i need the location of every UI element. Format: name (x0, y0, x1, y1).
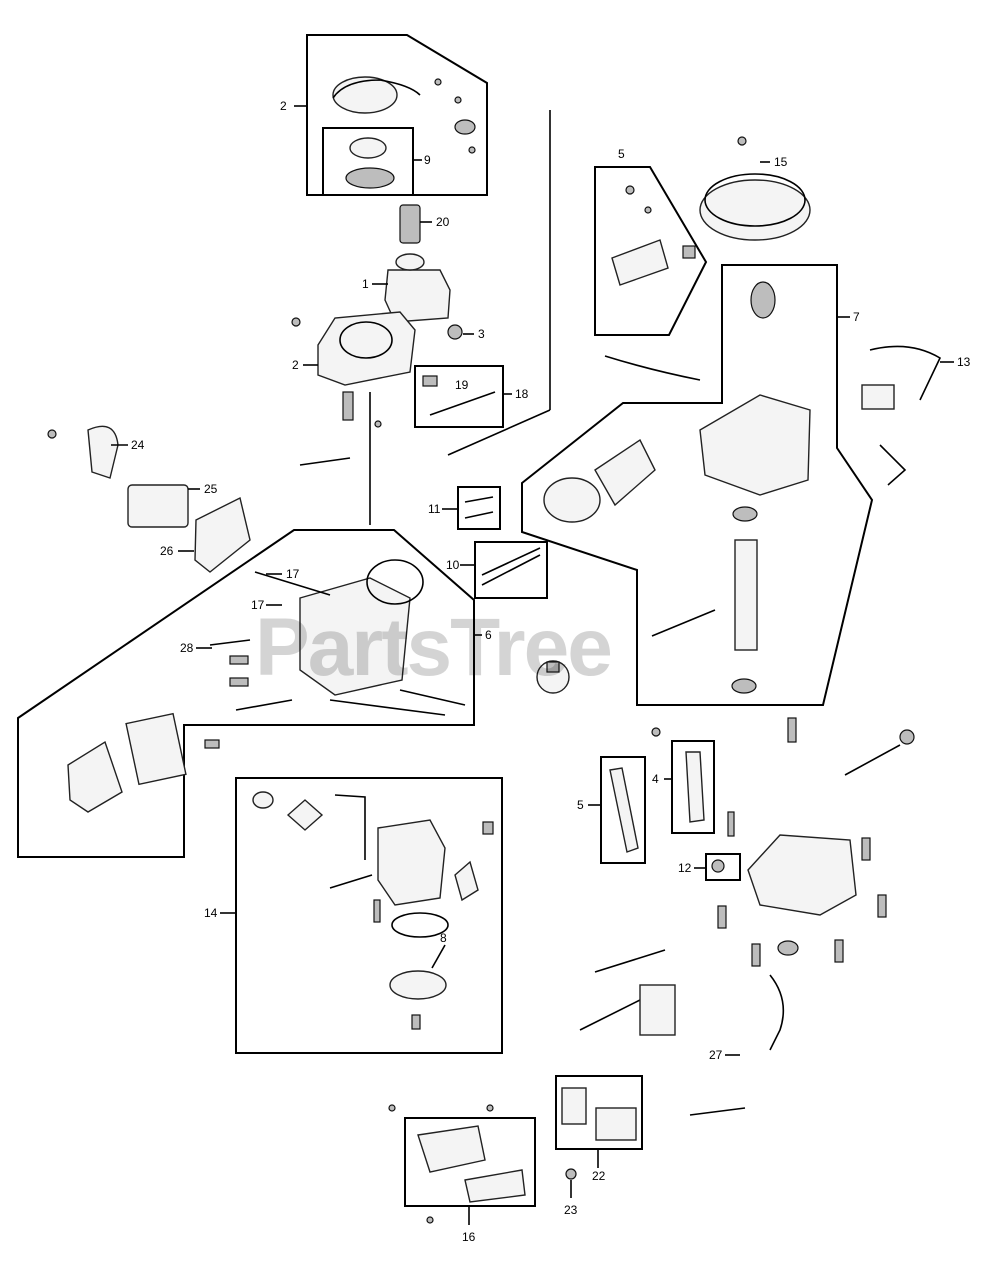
carburetor-assembly-outline (235, 777, 503, 1054)
piston-ring-outline (705, 853, 741, 881)
callout-18: 18 (515, 387, 529, 401)
callout-leaders (111, 105, 954, 1225)
muffler-assembly-outline (404, 1117, 536, 1207)
callout-24: 24 (131, 438, 145, 452)
fuel-tank-part (384, 204, 451, 323)
callout-17-upper: 17 (286, 567, 300, 581)
air-filter-kit-outline (555, 1075, 643, 1150)
callout-16: 16 (462, 1230, 476, 1244)
engine-base-part (579, 729, 915, 1116)
callout-2-shroud: 2 (292, 358, 299, 372)
callout-8: 8 (440, 931, 447, 945)
partstree-watermark: PartsTree (255, 602, 611, 693)
rewind-starter-sub-outline (322, 127, 414, 196)
crankcase-assembly-outline (521, 264, 874, 706)
callout-25: 25 (204, 482, 218, 496)
connecting-rod-part (609, 717, 797, 853)
callout-13: 13 (957, 355, 971, 369)
callout-12: 12 (678, 861, 692, 875)
callout-3: 3 (478, 327, 485, 341)
gasket-sub-outline (457, 486, 501, 530)
connecting-rod-outline (671, 740, 715, 834)
callout-10: 10 (446, 558, 460, 572)
carburetor-part (252, 791, 494, 1030)
callout-27: 27 (709, 1048, 723, 1062)
callout-26: 26 (160, 544, 174, 558)
callout-1-fuel-tank: 1 (362, 277, 369, 291)
blower-housing-assembly-outline (306, 34, 488, 196)
crankcase-parts (543, 281, 942, 694)
callout-14: 14 (204, 906, 218, 920)
callout-22: 22 (592, 1169, 606, 1183)
callout-4: 4 (652, 772, 659, 786)
callout-15: 15 (774, 155, 788, 169)
callout-23: 23 (564, 1203, 578, 1217)
callout-5-cover: 5 (577, 798, 584, 812)
cylinder-parts (67, 559, 466, 813)
callout-20: 20 (436, 215, 450, 229)
gasket-set-parts (422, 375, 541, 586)
air-filter-kit-part (561, 1087, 637, 1141)
control-bracket-parts (604, 185, 701, 381)
callout-19: 19 (455, 378, 469, 392)
callout-7: 7 (853, 310, 860, 324)
pushrod-outline (474, 541, 548, 599)
control-bracket-assembly-outline (594, 166, 708, 336)
gasket-set-outline (414, 365, 504, 428)
callout-9: 9 (424, 153, 431, 167)
flywheel-part (699, 136, 811, 241)
valve-cover-outline (600, 756, 646, 864)
callout-2-starter: 2 (280, 99, 287, 113)
cylinder-assembly-outline (17, 529, 475, 858)
callout-6: 6 (485, 628, 492, 642)
divider-line-diagonal (447, 409, 551, 456)
callout-11: 11 (428, 502, 441, 516)
callout-5-bracket: 5 (618, 147, 625, 161)
cam-gear-part (536, 660, 570, 694)
callout-17-lower: 17 (251, 598, 265, 612)
rewind-starter-part (332, 76, 476, 189)
engine-shroud-part (291, 311, 463, 466)
air-cleaner-parts (47, 425, 251, 573)
callout-28: 28 (180, 641, 194, 655)
muffler-part (388, 1104, 577, 1224)
